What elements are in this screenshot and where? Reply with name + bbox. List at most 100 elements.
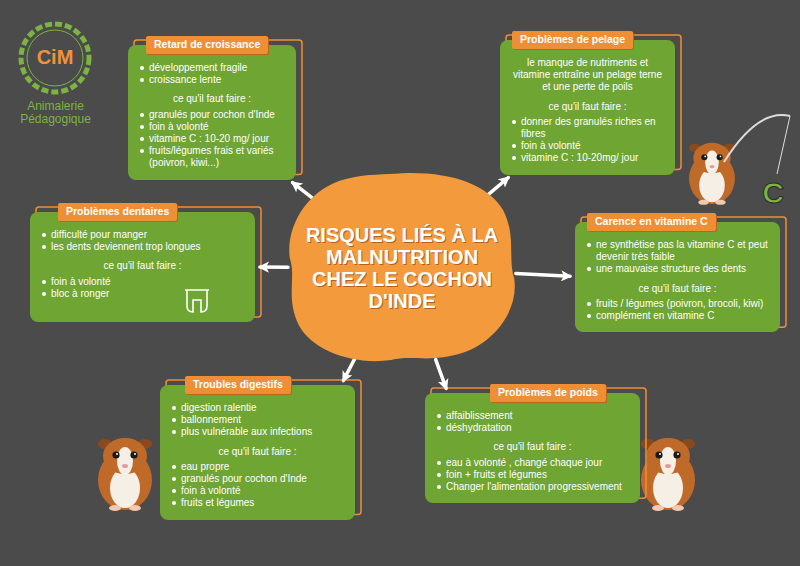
bullet-text: déshydratation [446,422,512,433]
bullet-dot [172,501,176,505]
title-blob: RISQUES LIÉS À LA MALNUTRITION CHEZ LE C… [292,175,512,360]
arrow-connector [436,360,446,389]
bullet-item: vitamine C : 10-20mg/ jour [510,152,665,164]
bullet-dot [437,473,441,477]
bullet-text: affaiblissement [446,410,513,421]
bullet-item: foin à volonté [138,121,286,133]
bullet-item: granulés pour cochon d'Inde [170,473,345,485]
bullet-text: complément en vitamine C [596,310,714,321]
guinea-pig [98,438,152,511]
bullet-item: eau propre [170,461,345,473]
heading-tab: Problèmes de poids [490,384,606,402]
action-heading: ce qu'il faut faire : [435,441,630,453]
bullet-dot [172,489,176,493]
topic-box: Carence en vitamine Cne synthétise pas l… [575,222,780,332]
bullet-dot [512,120,516,124]
bullet-text: granulés pour cochon d'Inde [149,109,275,120]
bullet-item: foin à volonté [510,140,665,152]
bullet-text: difficulté pour manger [51,229,147,240]
bullet-text: foin + fruits et légumes [446,469,547,480]
bullet-dot [42,292,46,296]
bullet-item: foin à volonté [170,485,345,497]
bullet-dot [172,465,176,469]
bullet-text: Changer l'alimentation progressivement [446,481,622,492]
bullet-dot [140,113,144,117]
bullet-text: ne synthétise pas la vitamine C et peut … [596,239,768,262]
bullet-item: foin à volonté [40,276,245,288]
bullet-text: les dents deviennent trop longues [51,241,201,252]
logo-text: Animalerie Pédagogique [8,100,103,126]
topic-box: Problèmes de poidsaffaiblissementdéshydr… [425,393,640,503]
bullet-item: digestion ralentie [170,402,345,414]
bullet-item: plus vulnérable aux infections [170,426,345,438]
bullet-dot [140,78,144,82]
bullet-item: une mauvaise structure des dents [585,263,770,275]
bullet-item: eau à volonté , changé chaque jour [435,457,630,469]
bullet-dot [587,243,591,247]
bullet-item: Changer l'alimentation progressivement [435,481,630,493]
bullet-item: granulés pour cochon d'Inde [138,109,286,121]
bullet-dot [512,144,516,148]
bullet-dot [140,125,144,129]
arrow-connector [516,273,570,276]
bullet-text: foin à volonté [51,276,111,287]
bullet-dot [172,430,176,434]
heading-tab: Carence en vitamine C [587,213,716,231]
bullet-dot [42,280,46,284]
bullet-dot [437,414,441,418]
fishing-rod [724,115,790,162]
action-heading: ce qu'il faut faire : [585,283,770,295]
bullet-dot [437,485,441,489]
bullet-text: foin à volonté [181,485,241,496]
bullet-text: développement fragile [149,62,247,73]
bullet-text: fruits et légumes [181,497,254,508]
heading-tab: Retard de croissance [146,36,268,54]
tooth-icon [184,288,210,314]
arrow-connector [343,356,356,381]
bullet-text: eau propre [181,461,229,472]
bullet-item: donner des granulés riches en fibres [510,116,665,140]
bullet-text: ballonnement [181,414,241,425]
bullet-dot [42,245,46,249]
bullet-dot [172,477,176,481]
bullet-text: granulés pour cochon d'Inde [181,473,307,484]
bullet-text: eau à volonté , changé chaque jour [446,457,602,468]
bullet-dot [140,137,144,141]
bullet-dot [42,233,46,237]
bullet-item: fruits / légumes (poivron, brocoli, kiwi… [585,298,770,310]
topic-box: Problèmes de pelagele manque de nutrimen… [500,40,675,175]
bullet-dot [172,418,176,422]
description-text: le manque de nutriments et vitamine entr… [510,57,665,94]
topic-box: Problèmes dentairesdifficulté pour mange… [30,212,255,322]
bullet-dot [437,426,441,430]
action-heading: ce qu'il faut faire : [170,446,345,458]
bullet-text: croissance lente [149,74,221,85]
logo-text: CiM [28,46,82,68]
diagram-title: RISQUES LIÉS À LA MALNUTRITION CHEZ LE C… [304,224,500,312]
arrow-connector [260,265,288,269]
bullet-item: développement fragile [138,62,286,74]
bullet-text: fruits/légumes frais et variés (poivron,… [149,145,274,168]
bullet-dot [172,406,176,410]
bullet-item: complément en vitamine C [585,310,770,322]
heading-tab: Problèmes dentaires [58,203,177,221]
bullet-item: déshydratation [435,422,630,434]
bullet-dot [512,156,516,160]
bullet-dot [587,302,591,306]
heading-tab: Troubles digestifs [185,376,291,394]
action-heading: ce qu'il faut faire : [510,101,665,113]
bullet-text: vitamine C : 10-20mg/ jour [521,152,638,163]
bullet-item: ne synthétise pas la vitamine C et peut … [585,239,770,263]
bullet-item: les dents deviennent trop longues [40,241,245,253]
title-holder: RISQUES LIÉS À LA MALNUTRITION CHEZ LE C… [292,175,512,360]
bullet-text: une mauvaise structure des dents [596,263,746,274]
bullet-text: vitamine C : 10-20 mg/ jour [149,133,269,144]
bullet-dot [140,149,144,153]
bullet-text: bloc à ronger [51,288,109,299]
guinea-pig [689,143,735,205]
topic-box: Troubles digestifsdigestion ralentieball… [160,385,355,520]
bullet-text: foin à volonté [521,140,581,151]
bullet-item: foin + fruits et légumes [435,469,630,481]
bullet-text: fruits / légumes (poivron, brocoli, kiwi… [596,298,763,309]
